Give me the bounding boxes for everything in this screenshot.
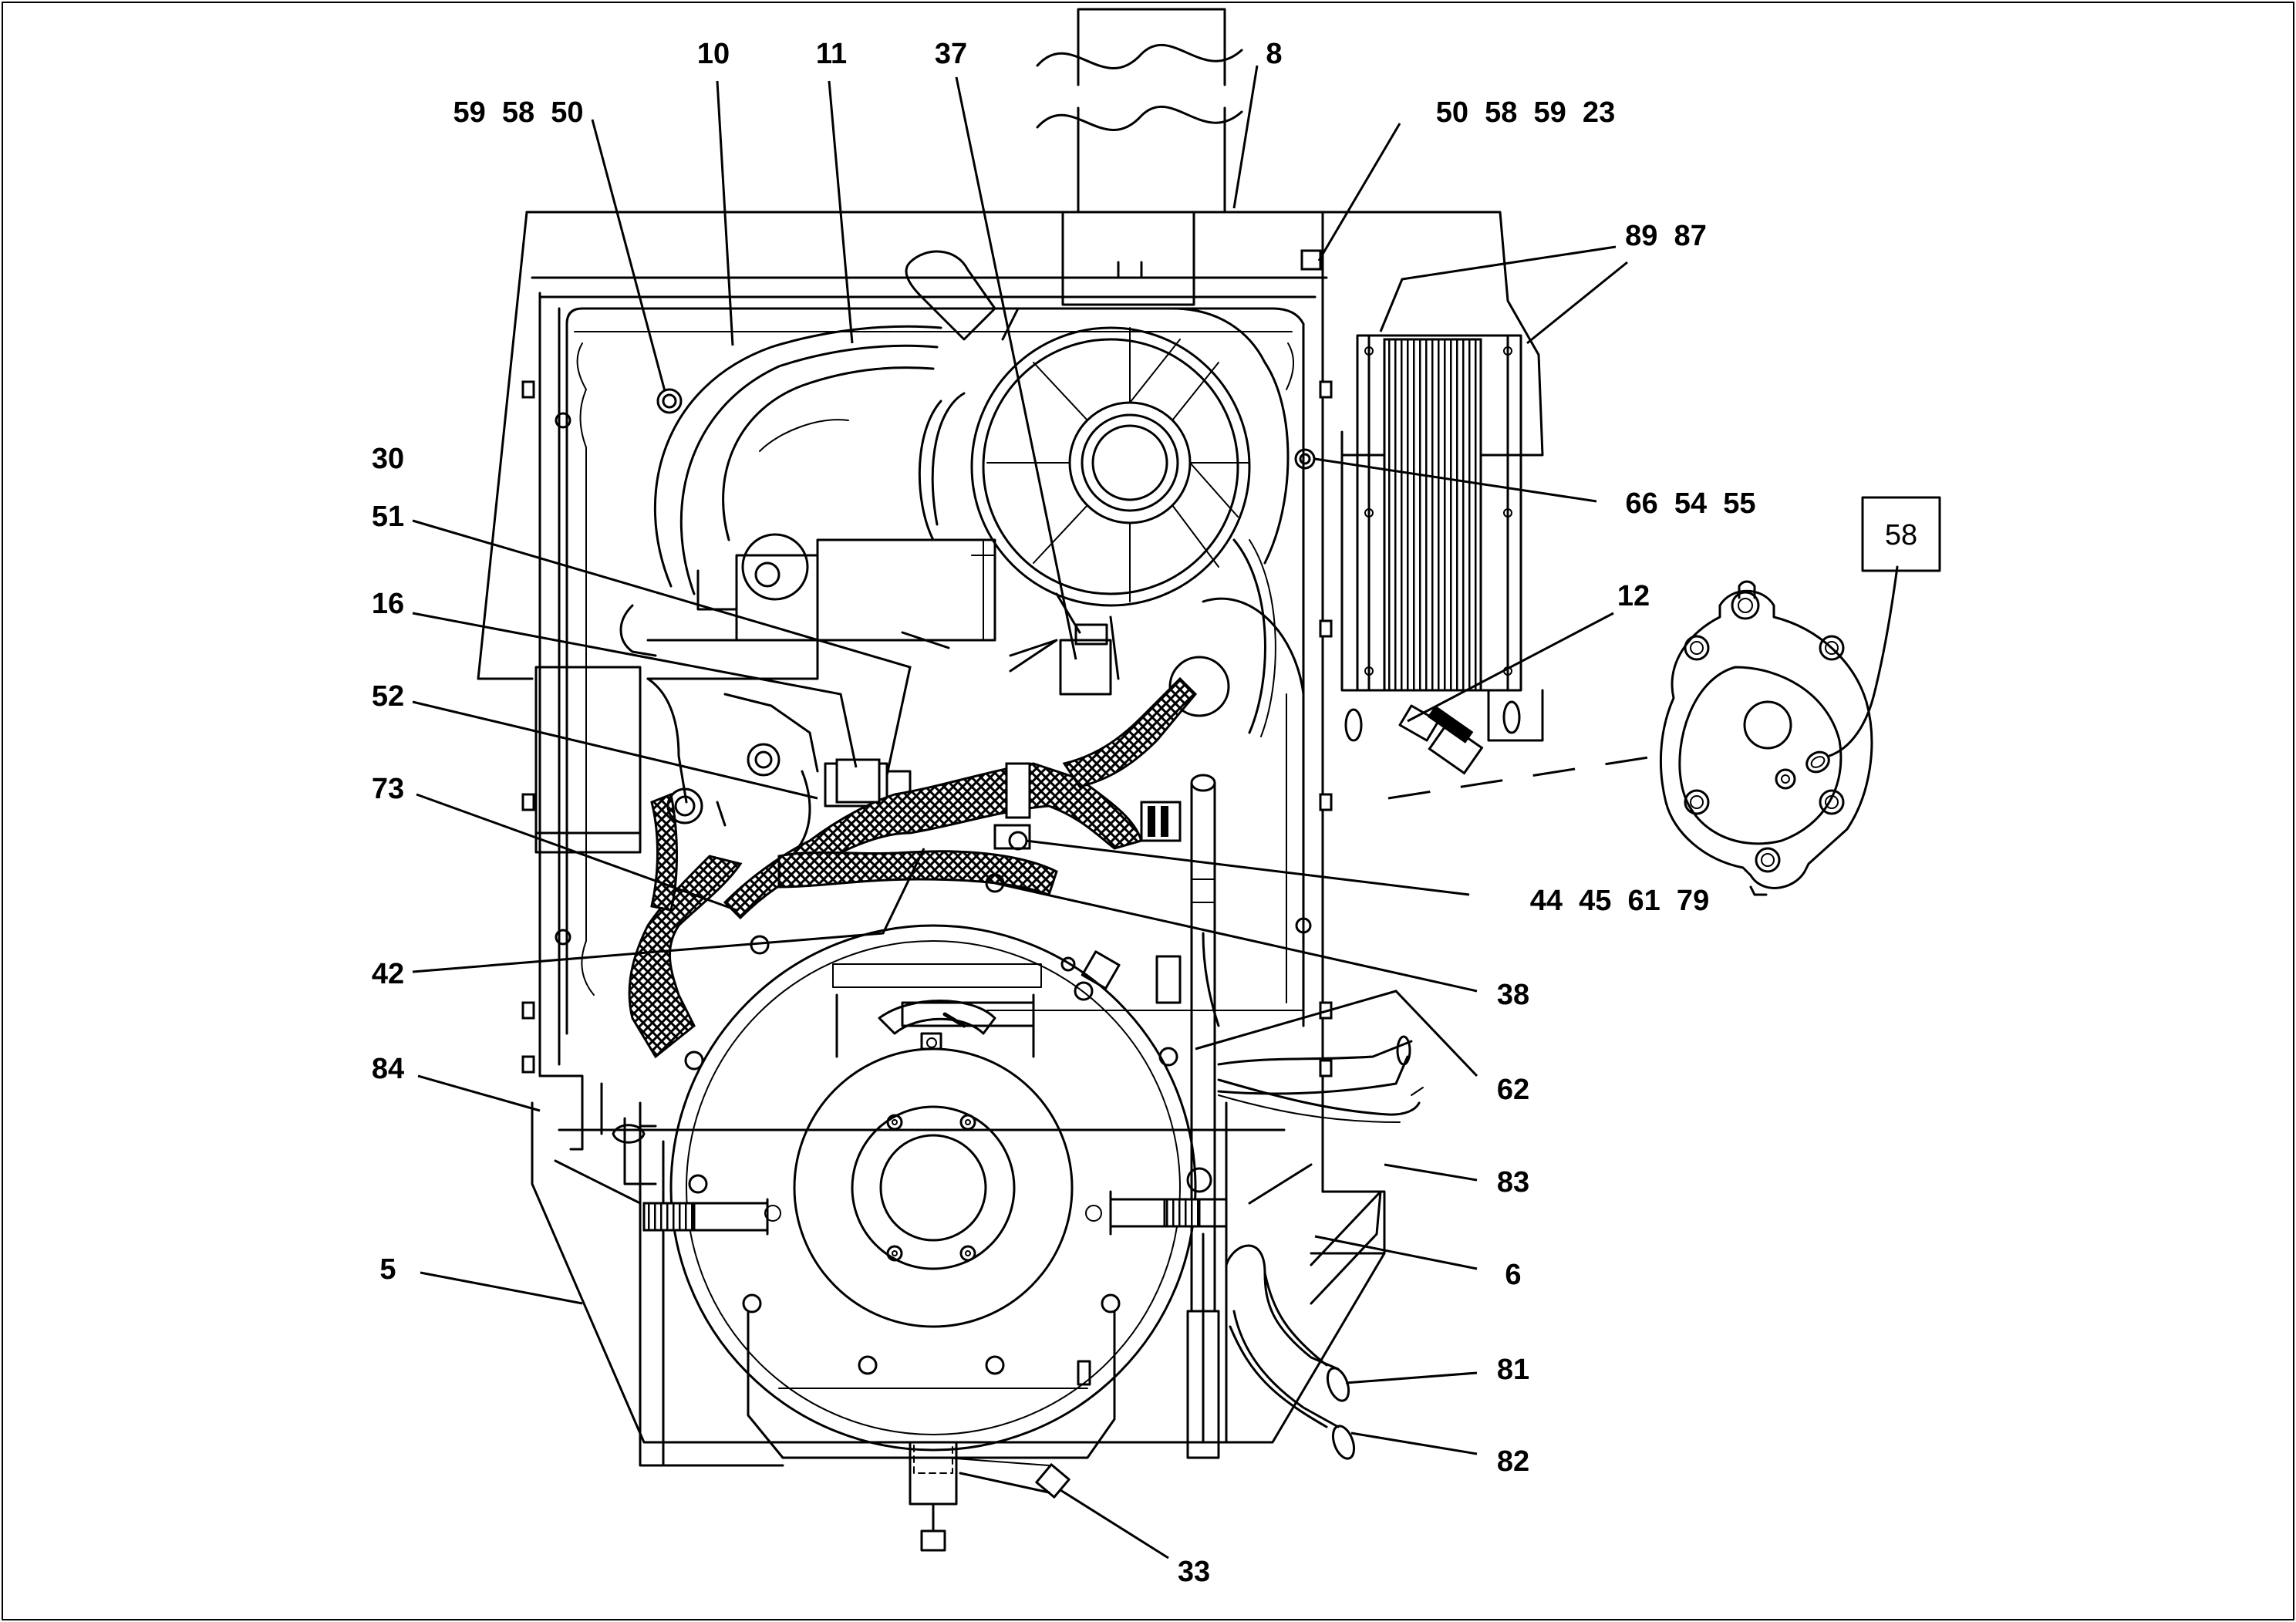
callout-52: 52 (372, 680, 404, 713)
callout-44-45-61-79: 44 45 61 79 (1530, 885, 1709, 917)
engine-mounts (600, 1082, 1228, 1467)
detail-box (1861, 496, 1941, 572)
detail-break-line (1387, 754, 1659, 800)
callout-5: 5 (379, 1253, 396, 1286)
engine-housing (477, 211, 1544, 1444)
harness-connector (1398, 704, 1484, 775)
callout-8: 8 (1266, 38, 1282, 70)
hoses (1217, 1035, 1424, 1460)
exhaust-stack (1036, 8, 1243, 306)
wiring-harness (628, 676, 1198, 1059)
alternator-detail (1659, 565, 1899, 896)
callout-62: 62 (1497, 1074, 1529, 1106)
callout-10: 10 (697, 38, 730, 70)
air-cleaner (918, 261, 1290, 607)
callout-16: 16 (372, 588, 404, 620)
callout-59-58-50: 59 58 50 (453, 96, 583, 129)
housing-bolts (521, 249, 1333, 1077)
flywheel-housing (669, 831, 1197, 1452)
callout-81: 81 (1497, 1354, 1529, 1386)
callout-51: 51 (372, 501, 404, 533)
callout-84: 84 (372, 1053, 404, 1085)
callout-89-87: 89 87 (1625, 220, 1707, 252)
callout-38: 38 (1497, 979, 1529, 1011)
air-duct (653, 250, 996, 595)
detail-box-label: 58 (1885, 519, 1917, 551)
callout-83: 83 (1497, 1166, 1529, 1199)
callout-11: 11 (816, 38, 847, 70)
callout-73: 73 (372, 773, 404, 805)
callout-37: 37 (935, 38, 967, 70)
callout-66-54-55: 66 54 55 (1625, 487, 1755, 520)
callout-12: 12 (1617, 580, 1650, 612)
callout-50-58-59-23: 50 58 59 23 (1436, 96, 1615, 129)
radiator-rail (1340, 334, 1544, 742)
callout-6: 6 (1505, 1259, 1521, 1291)
inner-panel (565, 307, 1305, 1035)
callout-82: 82 (1497, 1445, 1529, 1478)
fan-shroud (1168, 538, 1305, 737)
callout-30: 30 (372, 443, 404, 475)
leader-lines (412, 65, 1628, 1560)
callout-labels: 10 11 37 8 59 58 50 50 58 59 23 89 87 30… (372, 38, 1756, 1588)
callout-33: 33 (1178, 1556, 1210, 1588)
callout-42: 42 (372, 958, 404, 990)
oil-pan (747, 1310, 1116, 1552)
